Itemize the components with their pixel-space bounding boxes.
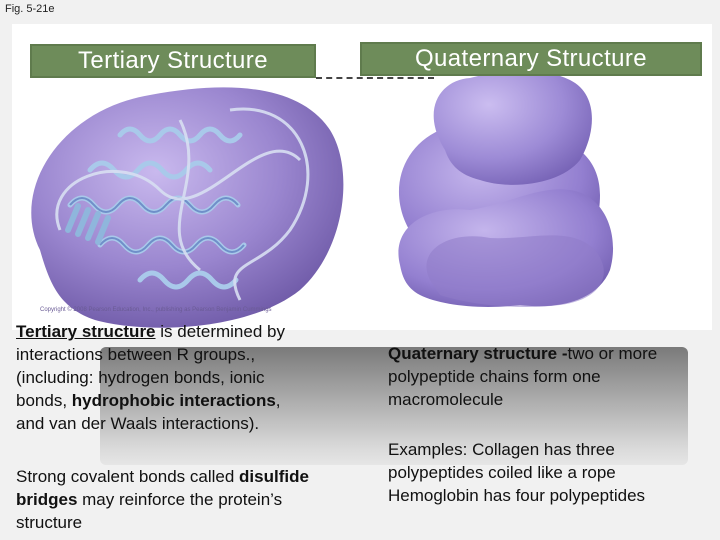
bridges-term: bridges [16,490,78,509]
tertiary-line-4-end: , [275,391,281,410]
tertiary-line-1: Tertiary structure is determined by [16,320,366,343]
tertiary-term: Tertiary structure [16,322,156,341]
hydrophobic-term: hydrophobic interactions [71,391,276,410]
copyright-notice: Copyright © 2008 Pearson Education, Inc.… [40,306,272,313]
figure-label: Fig. 5-21e [5,3,55,15]
gray-gradient-band [100,347,688,465]
tertiary-description: Tertiary structure is determined by inte… [16,320,366,435]
disulfide-term: disulfide [239,467,309,486]
quaternary-line-3: macromolecule [388,390,504,409]
disulfide-description: Strong covalent bonds called disulfide b… [16,465,366,534]
tertiary-protein-image [31,87,344,328]
quaternary-term: Quaternary structure - [388,344,568,363]
disulfide-line-2-rest: may reinforce the protein’s [77,490,283,509]
tertiary-line-1-rest: is determined by [155,322,285,341]
disulfide-line-2: bridges may reinforce the protein’s [16,488,366,511]
disulfide-line-1-start: Strong covalent bonds called [16,467,240,486]
tertiary-line-2: interactions between R groups., [16,345,256,364]
examples-line-3: Hemoglobin has four polypeptides [388,486,646,505]
disulfide-line-3: structure [16,513,83,532]
dashed-connector [316,77,434,79]
quaternary-line-1-rest: two or more [567,344,658,363]
quaternary-line-1: Quaternary structure -two or more [388,342,718,365]
title-tertiary-structure: Tertiary Structure [30,44,316,78]
tertiary-line-3: (including: hydrogen bonds, ionic [16,368,265,387]
tertiary-line-5: and van der Waals interactions). [16,414,260,433]
examples-line-2: polypeptides coiled like a rope [388,463,616,482]
examples-description: Examples: Collagen has three polypeptide… [388,438,718,507]
disulfide-line-1: Strong covalent bonds called disulfide [16,465,366,488]
quaternary-line-2: polypeptide chains form one [388,367,601,386]
tertiary-line-4-start: bonds, [16,391,72,410]
title-quaternary-structure: Quaternary Structure [360,42,702,76]
quaternary-description: Quaternary structure -two or more polype… [388,342,718,411]
tertiary-line-4: bonds, hydrophobic interactions, [16,389,366,412]
quaternary-protein-image [398,70,614,307]
examples-line-1: Examples: Collagen has three [388,440,615,459]
